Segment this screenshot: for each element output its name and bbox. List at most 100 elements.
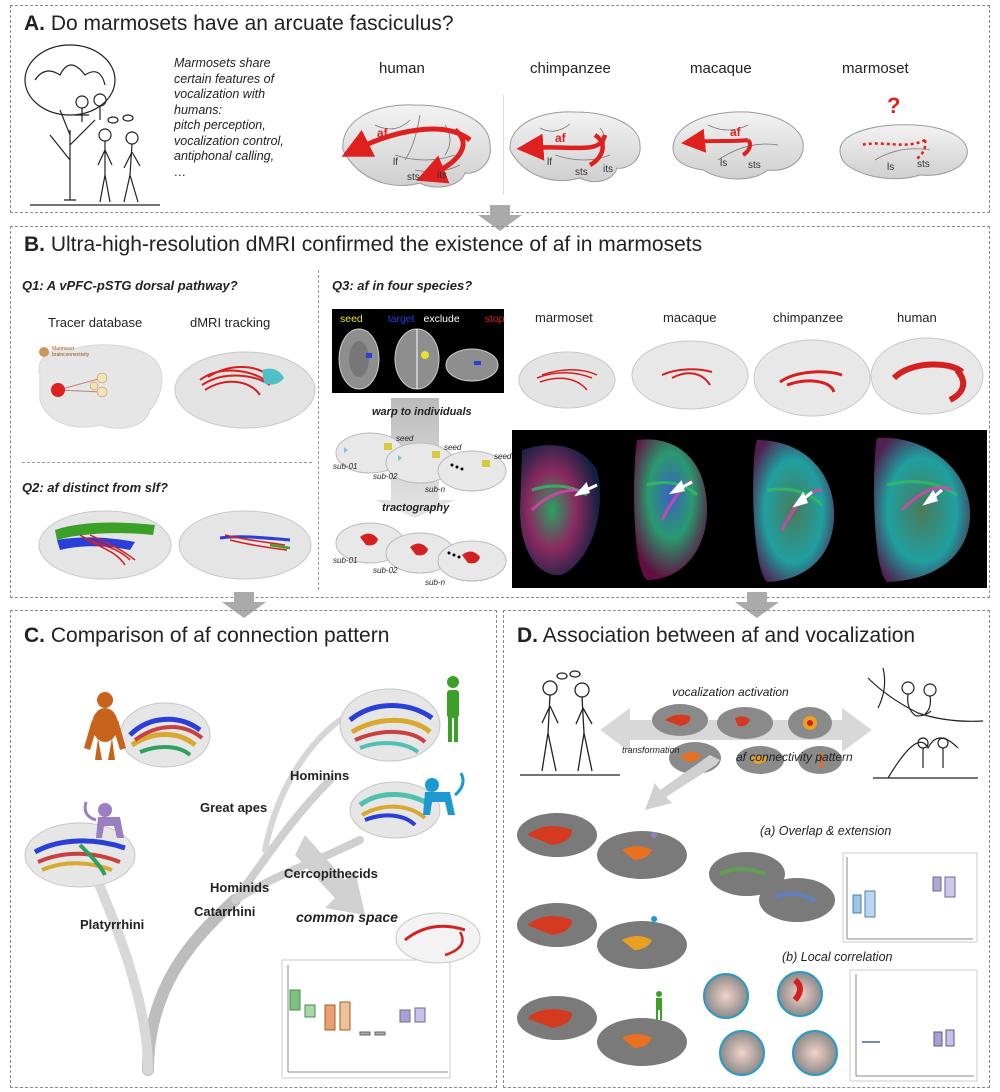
roi-brains	[338, 328, 499, 390]
tracer-flatmap: Marmoset brainconnectivity	[38, 344, 163, 429]
q1-label: Q1: A vPFC-pSTG dorsal pathway?	[22, 278, 238, 293]
species-label-macaque: macaque	[690, 60, 752, 77]
marmoset-icon	[83, 801, 124, 838]
panel-b-title: B. Ultra-high-resolution dMRI confirmed …	[24, 233, 703, 256]
af-vs-slf-brain-1	[38, 510, 172, 580]
svg-text:brainconnectivity: brainconnectivity	[52, 352, 90, 358]
taxon-catarrhini: Catarrhini	[194, 904, 256, 919]
common-space-brain	[395, 912, 481, 964]
transformation-label: transformation	[622, 745, 680, 755]
b-vertical-divider	[318, 270, 319, 590]
panel-d	[503, 610, 990, 1088]
taxon-great-apes: Great apes	[200, 800, 268, 815]
svg-text:sts: sts	[917, 159, 930, 170]
panel-d-title: D. Association between af and vocalizati…	[517, 624, 916, 647]
b-species-macaque: macaque	[663, 310, 717, 325]
q3-label: Q3: af in four species?	[332, 278, 473, 293]
svg-text:sts: sts	[575, 167, 588, 178]
b-species-chimpanzee: chimpanzee	[773, 310, 844, 325]
local-correlation-circles	[703, 971, 838, 1076]
svg-text:its: its	[603, 164, 613, 175]
overlap-extension-label: (a) Overlap & extension	[760, 824, 892, 838]
panel-c-title: C. Comparison of af connection pattern	[24, 624, 390, 647]
svg-text:ls: ls	[887, 162, 894, 173]
taxon-hominids: Hominids	[210, 880, 270, 895]
dmri-colorfa-slices	[520, 437, 971, 582]
warped-brains	[335, 432, 507, 492]
people-talking-sketch	[520, 670, 620, 776]
roi-legend: seed target exclude stop	[340, 313, 505, 325]
human-brain: af lf sts its	[341, 104, 491, 188]
species-label-chimpanzee: chimpanzee	[530, 60, 611, 77]
seed-label-2: seed	[444, 443, 462, 452]
vocal-activation-label: vocalization activation	[672, 685, 789, 699]
vocal-activation-brains	[652, 704, 842, 774]
svg-text:ls: ls	[720, 158, 727, 169]
svg-text:Marmoset: Marmoset	[52, 346, 75, 352]
panel-c	[10, 610, 497, 1088]
species-label-marmoset: marmoset	[842, 60, 909, 77]
b-species-human: human	[897, 310, 937, 325]
common-space-label: common space	[296, 909, 398, 925]
macaque-icon	[423, 772, 465, 815]
marmoset-icon-d: ●	[650, 826, 659, 842]
sub-01-label-b: sub-01	[333, 556, 358, 565]
arrow-b-to-c	[222, 592, 266, 618]
overlap-boxplot	[842, 852, 978, 943]
b-species-marmoset: marmoset	[535, 310, 593, 325]
marmosets-sketch	[867, 667, 984, 779]
tree-people-sketch	[24, 44, 160, 206]
b-species-3d-brains	[518, 337, 984, 417]
macaque-brain: af ls sts	[672, 111, 804, 180]
tracer-database-label: Tracer database	[48, 315, 143, 330]
macaque-tract-brain	[349, 781, 441, 839]
taxon-hominins: Hominins	[290, 768, 350, 783]
svg-text:af: af	[555, 131, 567, 145]
taxon-cercopithecids: Cercopithecids	[284, 866, 378, 881]
chimpanzee-icon	[84, 692, 126, 760]
intro-text: Marmosets share certain features of voca…	[174, 56, 284, 179]
marmoset-brain: ? ls sts	[839, 93, 968, 180]
seed-label-3: seed	[494, 452, 512, 461]
local-correlation-plot	[849, 969, 978, 1082]
svg-text:lf: lf	[393, 157, 398, 168]
chimpanzee-tract-brain	[119, 702, 211, 768]
divider-line	[503, 95, 504, 195]
local-correlation-label: (b) Local correlation	[782, 950, 893, 964]
common-space-arrow	[295, 835, 365, 915]
taxon-platyrrhini: Platyrrhini	[80, 917, 145, 932]
common-space-boxplot	[281, 959, 451, 1079]
tractography-label: tractography	[382, 502, 450, 514]
human-tract-brain	[339, 688, 441, 762]
tractography-brains	[335, 522, 507, 582]
phylogenetic-tree	[24, 676, 481, 1079]
seed-label-1: seed	[396, 434, 414, 443]
sub-01-label: sub-01	[333, 462, 358, 471]
arrow-b-to-d	[735, 592, 779, 618]
sub-n-label: sub-n	[425, 485, 446, 494]
sub-n-label-b: sub-n	[425, 578, 446, 587]
marmoset-tract-brain	[24, 822, 136, 888]
species-label-human: human	[379, 60, 425, 77]
dmri-tracking-label: dMRI tracking	[190, 315, 271, 330]
panel-a-title: A. Do marmosets have an arcuate fascicul…	[24, 12, 454, 35]
af-label: af	[377, 126, 389, 140]
af-vs-slf-brain-2	[178, 510, 312, 580]
sub-02-label: sub-02	[373, 472, 398, 481]
sub-02-label-b: sub-02	[373, 566, 398, 575]
human-icon-d	[656, 991, 662, 1020]
af-connectivity-pattern-label: af connectivity pattern	[736, 750, 853, 764]
overlap-brains	[709, 852, 835, 922]
svg-text:af: af	[730, 125, 742, 139]
svg-text:sts: sts	[748, 160, 761, 171]
svg-text:sts: sts	[407, 172, 420, 183]
svg-text:lf: lf	[547, 157, 552, 168]
transformation-arrow	[645, 755, 720, 810]
arrow-a-to-b	[478, 205, 522, 231]
projected-surface-brains	[517, 813, 687, 1066]
question-mark: ?	[887, 93, 900, 118]
b-left-divider	[22, 462, 312, 463]
panel-b	[10, 226, 990, 598]
chimpanzee-brain: af lf sts its	[509, 111, 641, 183]
dmri-tracking-brain	[174, 351, 316, 429]
